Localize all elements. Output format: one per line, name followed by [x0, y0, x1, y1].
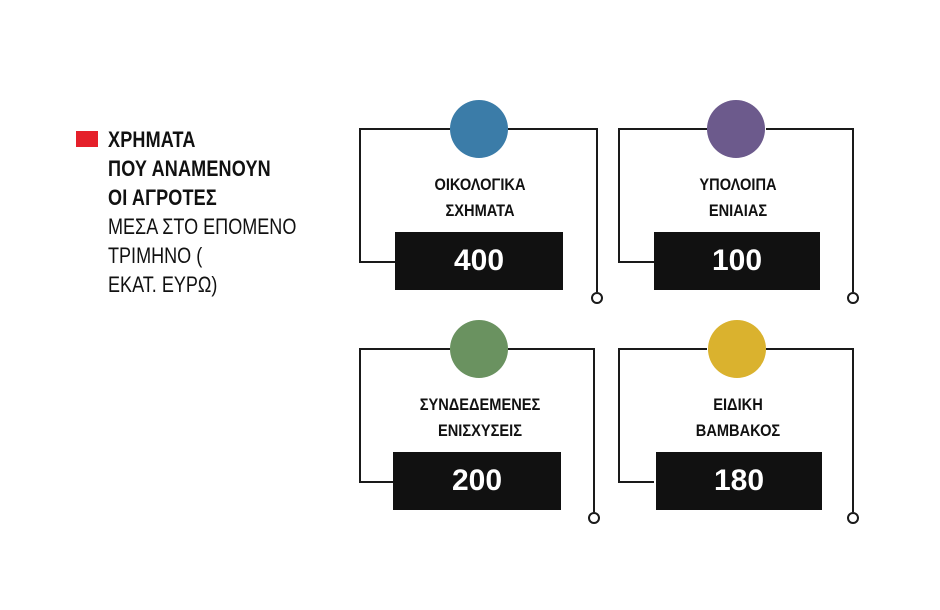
- connector-end-circle: [847, 512, 859, 524]
- color-dot: [450, 320, 508, 378]
- legend-title-line-2: ΠΟΥ ΑΝΑΜΕΝΟΥΝ: [108, 156, 271, 181]
- card-frame-lines: [618, 128, 859, 304]
- value-box: 400: [395, 232, 563, 290]
- card-ypoloipa-eniaias: ΥΠΟΛΟΙΠΑ ΕΝΙΑΙΑΣ 100: [618, 100, 859, 304]
- card-frame-lines: [359, 348, 600, 524]
- value-box: 100: [654, 232, 820, 290]
- card-frame-lines: [618, 348, 859, 524]
- card-label: ΣΥΝΔΕΔΕΜΕΝΕΣ ΕΝΙΣΧΥΣΕΙΣ: [419, 395, 541, 440]
- card-label: ΥΠΟΛΟΙΠΑ ΕΝΙΑΙΑΣ: [699, 175, 777, 220]
- color-dot: [707, 100, 765, 158]
- color-dot: [708, 320, 766, 378]
- legend-title-line-3: ΟΙ ΑΓΡΟΤΕΣ: [108, 185, 217, 210]
- legend-subtitle-line-3: ΕΚΑΤ. ΕΥΡΩ): [108, 272, 218, 297]
- value-box: 180: [656, 452, 822, 510]
- connector-end-circle: [588, 512, 600, 524]
- connector-end-circle: [591, 292, 603, 304]
- legend-subtitle-line-1: ΜΕΣΑ ΣΤΟ ΕΠΟΜΕΝΟ: [108, 214, 297, 239]
- card-oikologika-schimata: ΟΙΚΟΛΟΓΙΚΑ ΣΧΗΜΑΤΑ 400: [359, 100, 603, 304]
- card-label: ΟΙΚΟΛΟΓΙΚΑ ΣΧΗΜΑΤΑ: [434, 175, 526, 220]
- legend-text: ΧΡΗΜΑΤΑ ΠΟΥ ΑΝΑΜΕΝΟΥΝ ΟΙ ΑΓΡΟΤΕΣ ΜΕΣΑ ΣΤ…: [108, 125, 358, 299]
- card-frame-lines: [359, 128, 603, 304]
- card-eidiki-vamvakos: ΕΙΔΙΚΗ ΒΑΜΒΑΚΟΣ 180: [618, 320, 859, 524]
- connector-end-circle: [847, 292, 859, 304]
- card-label: ΕΙΔΙΚΗ ΒΑΜΒΑΚΟΣ: [695, 395, 781, 440]
- legend-red-square: [76, 131, 98, 147]
- legend-subtitle-line-2: ΤΡΙΜΗΝΟ (: [108, 243, 203, 268]
- value-box: 200: [393, 452, 561, 510]
- legend-title-line-1: ΧΡΗΜΑΤΑ: [108, 127, 196, 152]
- card-syndedemenes-enisxyseis: ΣΥΝΔΕΔΕΜΕΝΕΣ ΕΝΙΣΧΥΣΕΙΣ 200: [359, 320, 600, 524]
- color-dot: [450, 100, 508, 158]
